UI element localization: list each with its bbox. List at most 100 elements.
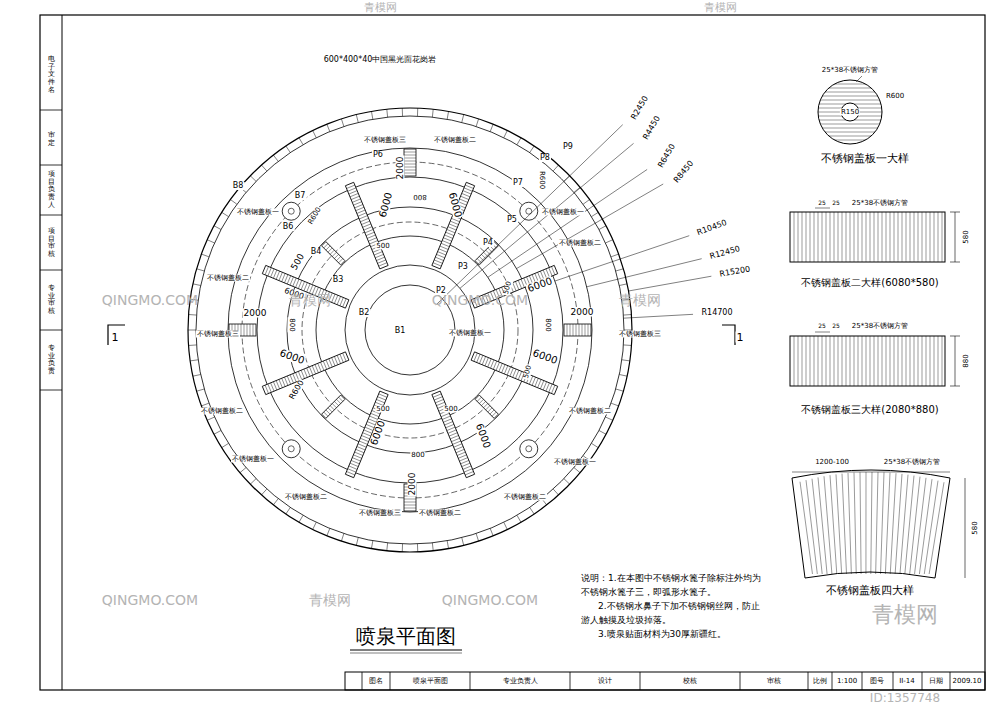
title-block-cell-line: [640, 672, 641, 690]
grate-bar: [576, 324, 577, 336]
grate-bar: [304, 283, 307, 291]
grate-bar: [329, 359, 332, 367]
granite-joint: [564, 479, 570, 485]
grate-bar: [323, 361, 326, 369]
grate-bar: [282, 378, 285, 386]
dashed-ring: [242, 162, 578, 498]
material-note: 600*400*40中国黑光面花岗岩: [323, 56, 438, 64]
grate-bar: [356, 449, 364, 452]
grate-bar: [895, 474, 902, 574]
grate-bar: [363, 224, 371, 227]
grate-bar: [293, 278, 296, 286]
grate-bar: [802, 336, 803, 386]
grate-bar: [378, 397, 386, 400]
granite-joint: [574, 187, 580, 192]
grate-bar: [479, 355, 482, 363]
cover-detail-round: [818, 80, 882, 144]
grate-bar: [918, 336, 919, 386]
granite-joint: [402, 108, 403, 116]
part-label: 不锈钢盖板三: [358, 510, 402, 517]
grate-bar: [449, 433, 457, 436]
grate-bar: [359, 441, 367, 444]
radius-dimension: R8450: [672, 159, 696, 186]
grate-bar: [374, 252, 382, 255]
grate-bar: [434, 260, 442, 263]
material-note: 25*38不锈钢方管: [851, 200, 909, 207]
granite-joint: [190, 360, 198, 361]
dimension: 1200-100: [814, 459, 850, 466]
grate-bar: [906, 212, 907, 262]
grate-bar: [307, 284, 310, 292]
radius-dimension: R2450: [630, 94, 651, 122]
grate-bar: [298, 280, 301, 288]
grate-bar: [347, 471, 355, 474]
grate-bar: [866, 336, 867, 386]
grate-bar: [890, 212, 891, 262]
title-underline: [350, 649, 462, 650]
grate-bar: [882, 212, 883, 262]
granite-joint: [273, 499, 278, 505]
grate-bar: [582, 324, 583, 336]
grate-bar: [806, 212, 807, 262]
title-block-cell-line: [470, 672, 471, 690]
granite-joint: [490, 528, 493, 535]
grate-bar: [250, 324, 251, 336]
grate-bar: [588, 324, 589, 336]
grate-bar: [364, 430, 372, 433]
title-block: [345, 672, 985, 690]
grate-bar: [521, 279, 524, 287]
link-grate: [322, 242, 345, 265]
grate-bar: [488, 408, 492, 412]
grate-bar: [366, 232, 374, 235]
grate-bar: [312, 366, 315, 374]
grate-bar: [850, 336, 851, 386]
granite-joint: [476, 534, 478, 542]
part-label: 不锈钢盖板一: [236, 209, 280, 216]
leader-line: [856, 76, 862, 82]
long-grate-outline: [345, 182, 388, 269]
grate-bar: [515, 281, 518, 289]
granite-joint: [553, 165, 558, 171]
grate-bar: [485, 358, 488, 366]
grate-bar: [350, 193, 358, 196]
grate-bar: [435, 399, 443, 402]
grate-bar: [443, 238, 451, 241]
granite-joint: [402, 544, 403, 552]
point-label: P6: [372, 151, 384, 159]
dimension: 2000: [243, 309, 268, 318]
grate-bar: [444, 422, 452, 425]
grate-bar: [842, 336, 843, 386]
grate-bar: [825, 92, 875, 93]
grate-bar: [351, 460, 359, 463]
granite-joint: [619, 284, 627, 286]
granite-joint: [619, 374, 627, 376]
grate-bar: [842, 212, 843, 262]
section-mark: [722, 325, 735, 345]
radius-dimension: R6450: [657, 142, 678, 170]
grate-bar: [866, 212, 867, 262]
dimension: 2000: [570, 308, 595, 317]
long-grate: [432, 391, 475, 478]
granite-joint: [193, 284, 201, 286]
dimension: 800: [288, 317, 295, 332]
grate-bar: [456, 449, 464, 452]
grate-bar: [551, 267, 554, 275]
granite-joint: [432, 109, 434, 117]
grate-bar: [455, 447, 463, 450]
point-label: B2: [358, 309, 371, 317]
part-label: 不锈钢盖板三: [618, 331, 662, 338]
grate-bar: [829, 136, 871, 137]
grate-bar: [334, 254, 338, 258]
part-label: 不锈钢盖板三: [363, 137, 407, 144]
link-grate: [322, 395, 345, 418]
watermark: ID:1357748: [869, 692, 941, 704]
grate-bar: [443, 419, 451, 422]
grate-bar: [449, 224, 457, 227]
grate-bar: [451, 438, 459, 441]
title-block-cell-line: [740, 672, 741, 690]
grate-bar: [798, 336, 799, 386]
short-grate-outline: [564, 324, 591, 336]
dimension: 580: [963, 229, 970, 244]
grate-bar: [404, 173, 416, 174]
grate-bar: [442, 416, 450, 419]
